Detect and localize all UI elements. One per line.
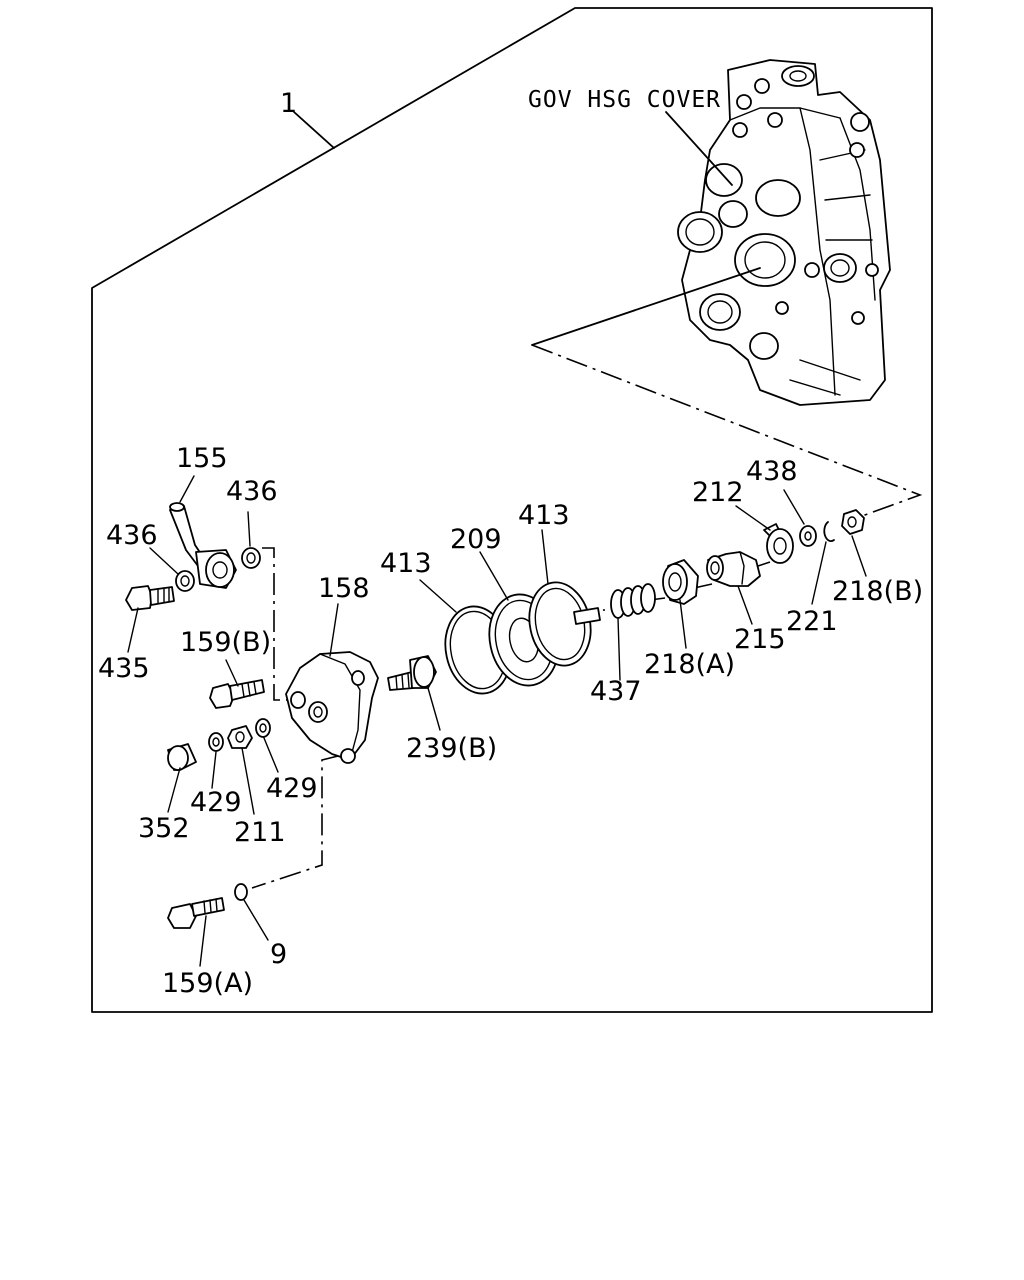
label-239b: 239(B) — [406, 733, 497, 764]
label-leaders — [127, 475, 867, 967]
label-352: 352 — [138, 813, 190, 844]
label-212: 212 — [692, 477, 744, 508]
label-209: 209 — [450, 524, 502, 555]
label-155: 155 — [176, 443, 228, 474]
gov-housing-cover-drawing — [677, 59, 891, 406]
label-211: 211 — [234, 817, 286, 848]
part-436-washer-right[interactable] — [241, 547, 261, 569]
label-215: 215 — [734, 624, 786, 655]
part-218b-nut[interactable] — [841, 509, 865, 535]
part-352-cap[interactable] — [167, 743, 197, 771]
diagram-frame — [91, 7, 933, 1013]
part-212-bracket[interactable] — [763, 523, 794, 564]
part-159a-bolt[interactable] — [167, 897, 225, 929]
part-9-washer[interactable] — [234, 883, 248, 901]
part-158-cover-plate[interactable] — [285, 651, 379, 764]
label-436-left: 436 — [106, 520, 158, 551]
part-413-ring-right[interactable] — [522, 577, 601, 672]
part-429-washer-right[interactable] — [255, 718, 271, 738]
label-9: 9 — [270, 939, 287, 970]
part-435-bolt[interactable] — [125, 585, 175, 611]
label-435: 435 — [98, 653, 150, 684]
part-215-sleeve[interactable] — [706, 551, 761, 587]
label-218a: 218(A) — [644, 649, 735, 680]
label-221: 221 — [786, 606, 838, 637]
label-437: 437 — [590, 676, 642, 707]
label-159b: 159(B) — [180, 627, 271, 658]
label-438: 438 — [746, 456, 798, 487]
label-413-left: 413 — [380, 548, 432, 579]
label-429-right: 429 — [266, 773, 318, 804]
part-438-washer[interactable] — [799, 525, 817, 547]
part-211-nut[interactable] — [227, 725, 253, 749]
part-437-spring[interactable] — [610, 583, 656, 619]
part-436-washer-left[interactable] — [175, 570, 195, 592]
part-221-clip[interactable] — [823, 521, 835, 542]
label-436-right: 436 — [226, 476, 278, 507]
label-158: 158 — [318, 573, 370, 604]
part-218a-bushing[interactable] — [662, 559, 699, 605]
label-1: 1 — [280, 88, 297, 119]
label-159a: 159(A) — [162, 968, 253, 999]
label-gov-hsg-cover: GOV HSG COVER — [528, 87, 721, 113]
label-218b: 218(B) — [832, 576, 923, 607]
label-413-right: 413 — [518, 500, 570, 531]
label-429-left: 429 — [190, 787, 242, 818]
part-159b-bolt[interactable] — [209, 679, 265, 709]
part-239b-adjust-screw[interactable] — [387, 655, 437, 691]
part-155-banjo-pipe[interactable] — [169, 502, 237, 589]
part-429-washer-left[interactable] — [208, 732, 224, 752]
